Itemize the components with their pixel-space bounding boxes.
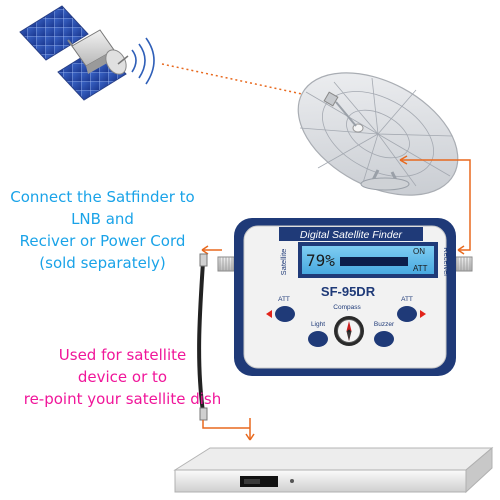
device-title: Digital Satellite Finder [300,229,403,241]
caption-connect-line-3: Reciver or Power Cord [19,232,186,250]
caption-connect: Connect the Satfinder to LNB and Reciver… [0,186,205,274]
att-left-label: ATT [278,296,290,303]
compass-icon [334,316,364,346]
att-right-label: ATT [401,296,413,303]
receiver-box-icon [173,446,494,494]
caption-use-line-3: re-point your satellite dish [23,390,222,408]
finder-to-receiver-cable [197,245,255,441]
caption-connect-line-4: (sold separately) [39,254,166,272]
lcd-on: ON [413,247,425,256]
att-left-button[interactable] [275,306,295,322]
satellite-finder-device: Digital Satellite Finder 79% ON ATT Sate… [217,218,473,376]
lcd-percent: 79% [306,251,335,270]
caption-use-line-1: Used for satellite [58,346,187,364]
caption-use: Used for satellite device or to re-point… [0,344,245,410]
att-right-arrow-icon [420,310,426,318]
side-label-satellite: Satellite [279,249,288,276]
dish-to-finder-cable [399,155,471,255]
signal-waves-icon [131,37,155,85]
att-right-button[interactable] [397,306,417,322]
signal-link [161,63,331,101]
light-button[interactable] [308,331,328,347]
right-connector [455,256,473,272]
buzzer-button[interactable] [374,331,394,347]
buzzer-label: Buzzer [374,321,395,328]
caption-use-line-2: device or to [77,368,168,386]
att-left-arrow-icon [266,310,272,318]
dish-icon [297,72,459,196]
model-name: SF-95DR [321,284,376,299]
compass-label: Compass [333,304,361,311]
caption-connect-line-2: LNB and [71,210,134,228]
light-label: Light [311,321,325,328]
left-connector [217,256,235,272]
caption-connect-line-1: Connect the Satfinder to [10,188,195,206]
lcd-signal-bar [340,257,408,266]
side-label-receiver: Receiver [442,247,451,277]
satellite-icon [19,5,129,101]
lcd-att: ATT [413,264,428,273]
